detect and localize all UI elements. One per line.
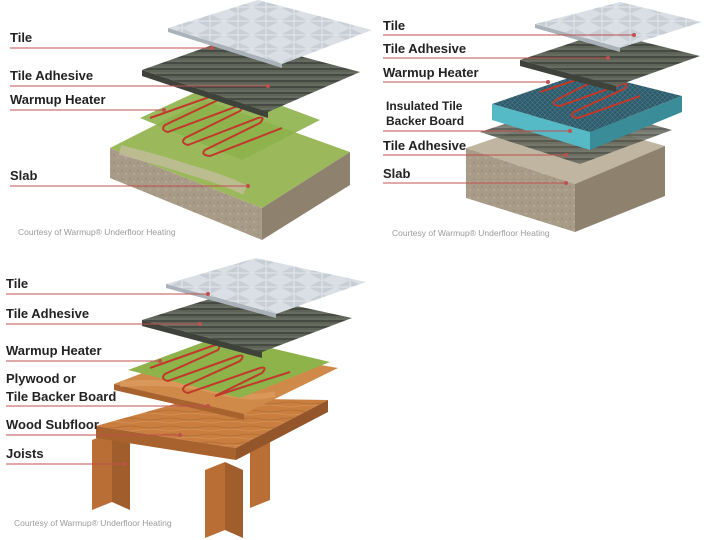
credit-text: Courtesy of Warmup® Underfloor Heating	[18, 227, 176, 237]
label-tile-adhesive: Tile Adhesive	[10, 68, 93, 83]
heater-layer	[140, 82, 320, 160]
label-tile: Tile	[383, 18, 405, 33]
diagram-insulated-install: Tile Tile Adhesive Warmup Heater Insulat…	[383, 2, 702, 238]
adhesive-layer	[520, 32, 700, 92]
label-insulated-tile: Insulated Tile	[386, 99, 463, 113]
label-warmup-heater: Warmup Heater	[10, 92, 106, 107]
label-backer-board: Backer Board	[386, 114, 464, 128]
label-joists: Joists	[6, 446, 44, 461]
label-tile-backer-board: Tile Backer Board	[6, 389, 116, 404]
credit-text: Courtesy of Warmup® Underfloor Heating	[392, 228, 550, 238]
label-wood-subfloor: Wood Subfloor	[6, 417, 99, 432]
label-tile-adhesive-lower: Tile Adhesive	[383, 138, 466, 153]
tile-layer	[168, 0, 372, 68]
label-tile: Tile	[6, 276, 28, 291]
adhesive-layer	[142, 292, 352, 358]
diagram-2-labels: Tile Tile Adhesive Warmup Heater Insulat…	[383, 18, 636, 238]
label-plywood-or: Plywood or	[6, 371, 76, 386]
credit-text: Courtesy of Warmup® Underfloor Heating	[14, 518, 172, 528]
diagram-slab-install: Tile Tile Adhesive Warmup Heater Slab Co…	[10, 0, 372, 240]
label-slab: Slab	[383, 166, 411, 181]
joist-beam	[92, 432, 270, 538]
label-warmup-heater: Warmup Heater	[383, 65, 479, 80]
label-tile-adhesive: Tile Adhesive	[383, 41, 466, 56]
label-warmup-heater: Warmup Heater	[6, 343, 102, 358]
adhesive-layer	[142, 38, 360, 118]
label-slab: Slab	[10, 168, 38, 183]
diagram-1-labels: Tile Tile Adhesive Warmup Heater Slab Co…	[10, 30, 270, 237]
label-tile-adhesive: Tile Adhesive	[6, 306, 89, 321]
backer-board-layer	[492, 72, 682, 150]
tile-layer	[166, 258, 366, 318]
heater-layer	[128, 336, 330, 398]
diagram-wood-install: Tile Tile Adhesive Warmup Heater Plywood…	[6, 258, 366, 538]
diagram-3-labels: Tile Tile Adhesive Warmup Heater Plywood…	[6, 276, 210, 528]
tile-layer	[535, 2, 702, 52]
label-tile: Tile	[10, 30, 32, 45]
